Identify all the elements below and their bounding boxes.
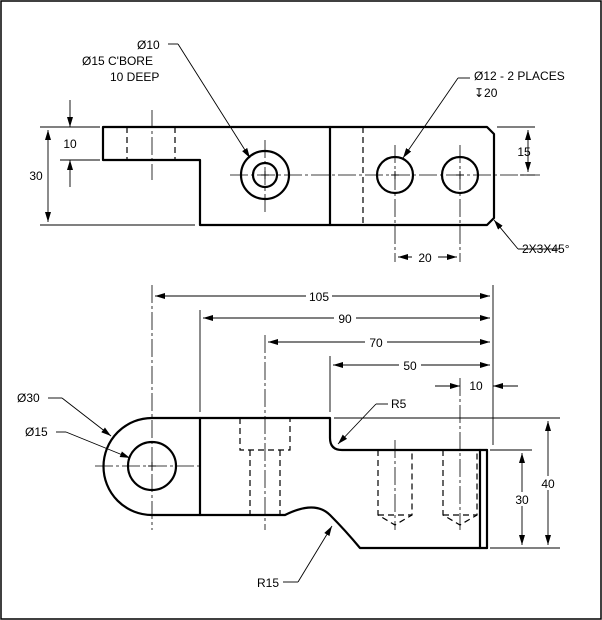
- dim-20: 20: [418, 251, 432, 265]
- dim-30-front: 30: [515, 493, 529, 507]
- holes-callout-line2: ↧20: [474, 86, 498, 100]
- dim-30-top: 30: [29, 169, 43, 183]
- dim-10-top: 10: [63, 137, 77, 151]
- dim-15: 15: [517, 145, 531, 159]
- dim-40: 40: [541, 477, 555, 491]
- cbore-callout-line1: Ø10: [137, 38, 160, 52]
- label-dia15: Ø15: [25, 425, 48, 439]
- dim-105: 105: [309, 290, 329, 304]
- dim-70: 70: [369, 336, 383, 350]
- top-view-outline: [101, 125, 496, 227]
- front-view-outline: [102, 416, 482, 550]
- top-view: 30 10 15 20 Ø10 Ø15 C'BORE 10 DEEP Ø12 -…: [29, 38, 569, 265]
- dim-90: 90: [338, 312, 352, 326]
- label-r5: R5: [391, 397, 407, 411]
- dim-50: 50: [403, 359, 417, 373]
- dim-10-front: 10: [469, 379, 483, 393]
- chamfer-callout: 2X3X45°: [522, 242, 570, 256]
- holes-callout-line1: Ø12 - 2 PLACES: [474, 69, 565, 83]
- cbore-callout-line2: Ø15 C'BORE: [82, 54, 153, 68]
- front-view: 105 90 70 50 10 40 30 Ø30 Ø15: [17, 285, 560, 590]
- cbore-callout-line3: 10 DEEP: [110, 70, 159, 84]
- label-r15: R15: [257, 576, 279, 590]
- label-dia30: Ø30: [17, 391, 40, 405]
